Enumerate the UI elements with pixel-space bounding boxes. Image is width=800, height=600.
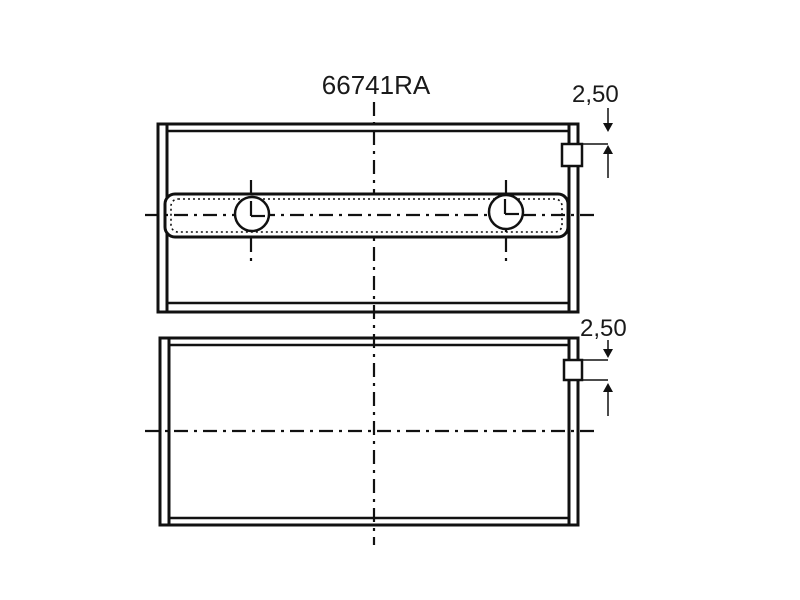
lower-dimension-arrows <box>582 340 613 416</box>
lower-locating-tab <box>562 358 584 382</box>
lower-shell-left-edge <box>158 336 171 527</box>
upper-dimension-label: 2,50 <box>572 81 619 108</box>
upper-dimension-arrows <box>582 108 613 178</box>
upper-bearing-shell: 2,50 <box>145 81 619 314</box>
oil-groove-inner <box>170 198 563 233</box>
upper-locating-tab <box>560 142 584 168</box>
oil-hole-left <box>233 180 271 262</box>
oil-hole-right <box>487 180 525 262</box>
lower-bearing-shell: 2,50 <box>145 315 627 527</box>
part-number-label: 66741RA <box>322 70 431 100</box>
lower-dimension-label: 2,50 <box>580 315 627 342</box>
